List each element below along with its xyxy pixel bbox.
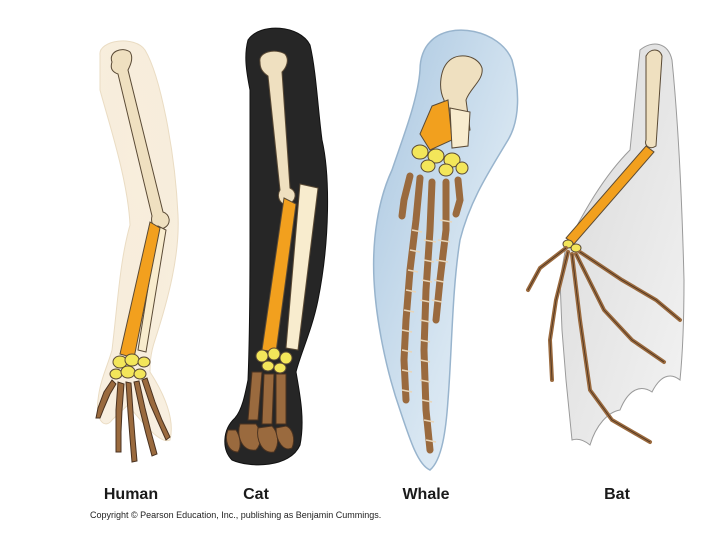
cat-ulna (285, 183, 319, 351)
whale-flipper (372, 29, 519, 471)
cat-paw-bones (225, 371, 295, 453)
human-skin-outline (96, 40, 179, 442)
whale-ulna (449, 107, 471, 149)
human-humerus (110, 49, 170, 230)
human-hand-bones (95, 377, 171, 463)
human-arm (95, 40, 179, 463)
whale-carpals (411, 144, 469, 177)
bat-humerus (645, 49, 663, 149)
whale-digits (398, 172, 464, 454)
whale-digit-joints (401, 219, 453, 443)
label-whale: Whale (402, 486, 450, 503)
bat-digit-outline (527, 247, 681, 443)
label-human: Human (103, 486, 159, 503)
copyright-notice: Copyright © Pearson Education, Inc., pub… (90, 510, 382, 520)
whale-radius (419, 99, 453, 151)
cat-carpals (255, 347, 293, 374)
human-carpals (109, 353, 151, 380)
label-cat: Cat (243, 486, 269, 503)
human-ulna (137, 225, 167, 353)
cat-humerus (259, 50, 296, 205)
cat-leg (224, 27, 329, 466)
bat-carpals (562, 239, 582, 253)
label-bat: Bat (604, 486, 630, 503)
cat-fur (224, 27, 329, 466)
bat-wing (526, 43, 685, 446)
